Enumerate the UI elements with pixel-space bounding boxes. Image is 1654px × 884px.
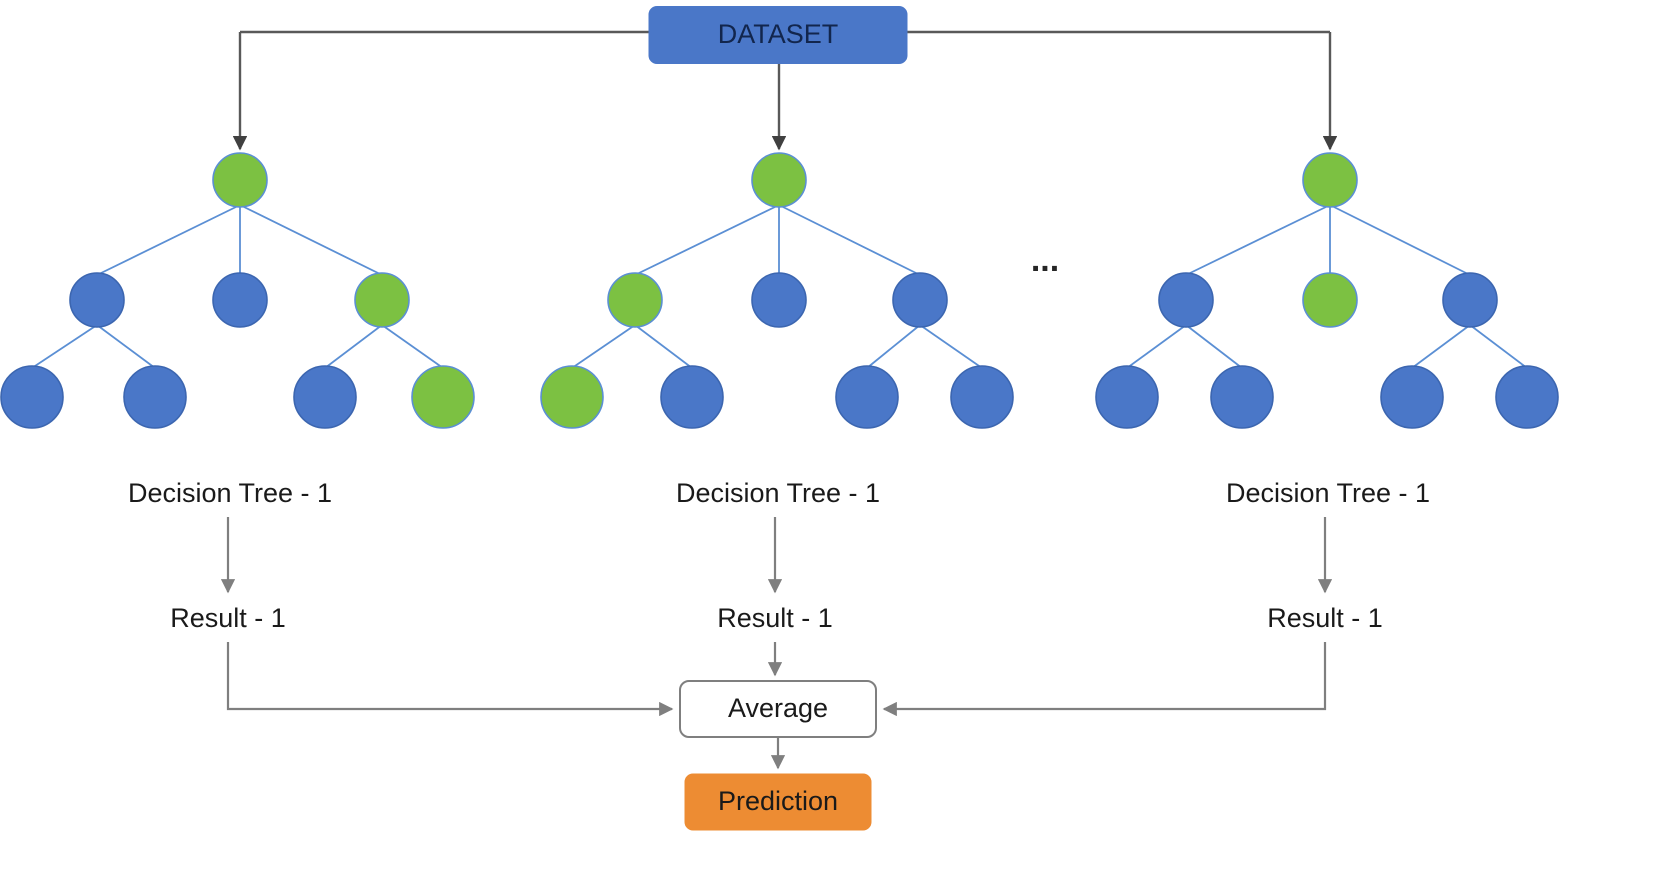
tree-2-edge-root-to-child-0 [634, 204, 780, 276]
result-flow-lines [220, 517, 1333, 770]
tree-3-edge-root-to-child-2 [1329, 204, 1471, 276]
tree-2-leaf-node-3[interactable] [950, 365, 1014, 429]
tree-3-leaf-node-2[interactable] [1380, 365, 1444, 429]
result-3-to-average-arrow [882, 642, 1327, 717]
tree-edges [31, 204, 1528, 369]
tree-1-edge-root-to-child-2 [239, 204, 383, 276]
tree-1-level2-node-1[interactable] [212, 272, 268, 328]
dataset-box-shape [648, 6, 908, 64]
tree-2-result-label: Result - 1 [717, 603, 833, 633]
tree-3-edge-level2-2-to-leaf-2 [1411, 324, 1471, 369]
tree-1-label: Decision Tree - 1 [128, 478, 332, 508]
tree-2-level2-node-1[interactable] [751, 272, 807, 328]
tree-3-root-node[interactable] [1302, 152, 1358, 208]
dataset-box[interactable]: DATASET [648, 6, 908, 64]
tree-1-edge-root-to-child-0 [96, 204, 241, 276]
result-1-to-average-arrow [226, 642, 674, 717]
tree-1-level2-node-2[interactable] [354, 272, 410, 328]
tree-2-edge-level2-0-to-leaf-0 [571, 324, 636, 369]
tree-3-edge-root-to-child-0 [1185, 204, 1331, 276]
tree-2-leaf-node-1[interactable] [660, 365, 724, 429]
tree-2-root-node[interactable] [751, 152, 807, 208]
tree-1-level2-node-0[interactable] [69, 272, 125, 328]
tree-3-edge-level2-0-to-leaf-0 [1126, 324, 1187, 369]
prediction-box-label: Prediction [718, 786, 838, 816]
tree-3-level2-node-0[interactable] [1158, 272, 1214, 328]
tree-1-edge-level2-0-to-leaf-1 [96, 324, 156, 369]
tree-3-edge-level2-0-to-leaf-1 [1185, 324, 1243, 369]
average-box-shape [679, 680, 877, 738]
tree-3-level2-node-2[interactable] [1442, 272, 1498, 328]
tree-2-label: Decision Tree - 1 [676, 478, 880, 508]
prediction-box[interactable]: Prediction [684, 773, 872, 831]
tree-text-labels: Decision Tree - 1 Result - 1 Decision Tree… [128, 478, 1430, 633]
tree-nodes [0, 152, 1559, 429]
tree-1-leaf-node-0[interactable] [0, 365, 64, 429]
tree-2-leaf-node-2[interactable] [835, 365, 899, 429]
tree-1-edge-level2-0-to-leaf-0 [31, 324, 98, 369]
average-box[interactable]: Average [679, 680, 877, 738]
tree-3-leaf-node-0[interactable] [1095, 365, 1159, 429]
tree-1-leaf-node-1[interactable] [123, 365, 187, 429]
tree-2-edge-root-to-child-2 [778, 204, 921, 276]
tree-3-result-label: Result - 1 [1267, 603, 1383, 633]
dataset-box-label: DATASET [718, 19, 839, 49]
tree-1-leaf-node-3[interactable] [411, 365, 475, 429]
prediction-box-shape [684, 773, 872, 831]
ellipsis-label: ... [1031, 241, 1059, 279]
tree-2-level2-node-0[interactable] [607, 272, 663, 328]
tree-1-edge-level2-2-to-leaf-3 [381, 324, 444, 369]
average-box-label: Average [728, 693, 828, 723]
tree-2-leaf-node-0[interactable] [540, 365, 604, 429]
tree-2-edge-level2-0-to-leaf-1 [634, 324, 693, 369]
tree-2-level2-node-2[interactable] [892, 272, 948, 328]
tree-1-result-label: Result - 1 [170, 603, 286, 633]
tree-2-edge-level2-2-to-leaf-2 [866, 324, 921, 369]
tree-1-edge-level2-2-to-leaf-2 [324, 324, 383, 369]
tree-1-leaf-node-2[interactable] [293, 365, 357, 429]
tree-2-edge-level2-2-to-leaf-3 [919, 324, 983, 369]
tree-1-root-node[interactable] [212, 152, 268, 208]
tree-3-label: Decision Tree - 1 [1226, 478, 1430, 508]
tree-3-edge-level2-2-to-leaf-3 [1469, 324, 1528, 369]
tree-3-leaf-node-1[interactable] [1210, 365, 1274, 429]
tree-3-leaf-node-3[interactable] [1495, 365, 1559, 429]
tree-3-level2-node-1[interactable] [1302, 272, 1358, 328]
